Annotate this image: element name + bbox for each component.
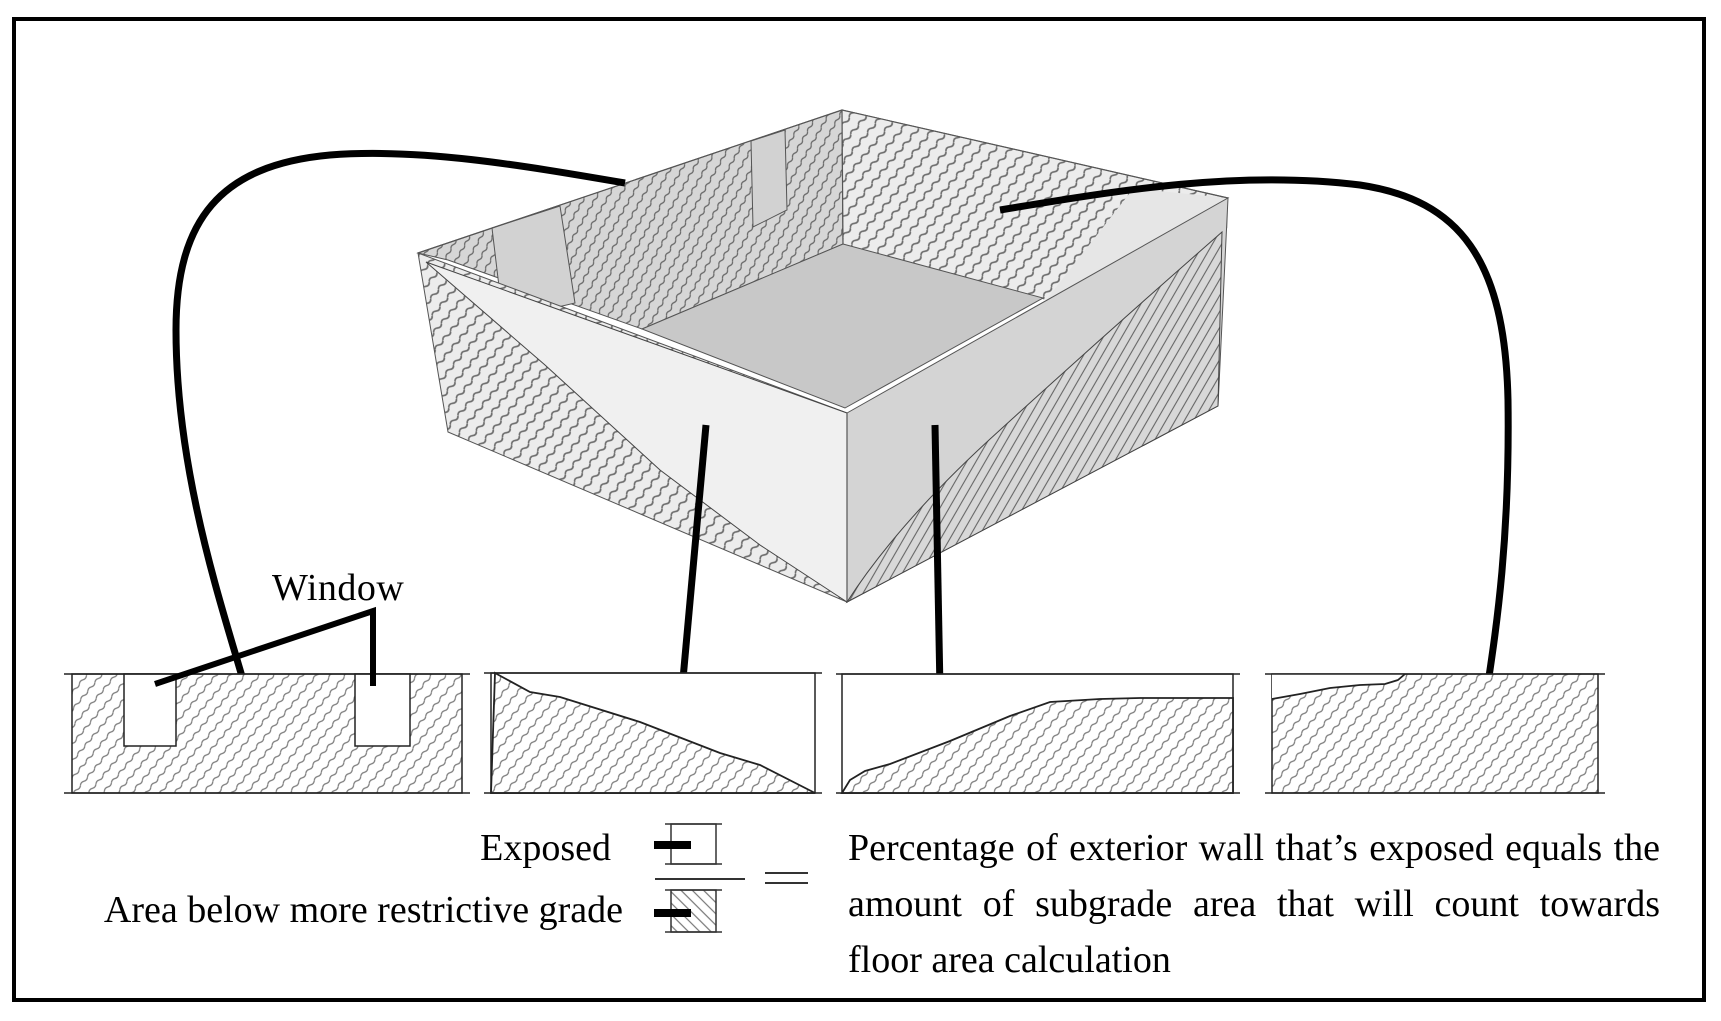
wall-panel-1: [64, 673, 470, 794]
arrow-to-wall-1: [172, 149, 626, 681]
panel-window-1: [123, 673, 177, 747]
basement-floor: [640, 243, 1045, 409]
wall-panel-2: [484, 671, 822, 794]
figure-border: [12, 17, 1706, 1002]
arrow-to-wall-4: [999, 176, 1512, 691]
exposed-marker: [654, 841, 691, 849]
area-marker: [654, 909, 691, 917]
box-inner-back-corner: [841, 109, 844, 245]
wall-panel-3: [836, 673, 1240, 794]
arrow-to-wall-3: [931, 424, 944, 691]
legend-area-below-grade-label: Area below more restrictive grade: [103, 889, 623, 931]
inner-window-2: [750, 129, 788, 228]
arrow-to-wall-2: [678, 424, 710, 691]
legend-exposed-label: Exposed: [480, 827, 611, 869]
explanation-text: Percentage of exterior wall that’s expos…: [848, 827, 1660, 981]
right-wall-hatched-area: [845, 230, 1223, 604]
back-right-hatch-overlay: [842, 110, 1140, 300]
window-leader-line: [154, 606, 376, 687]
panel-window-2: [354, 673, 411, 747]
wall-panel-4: [1265, 673, 1605, 794]
pointer-arrows: [172, 149, 1512, 691]
legend-fraction: [654, 823, 808, 933]
basement-box-3d: [416, 109, 1230, 604]
window-label: Window: [272, 567, 405, 609]
